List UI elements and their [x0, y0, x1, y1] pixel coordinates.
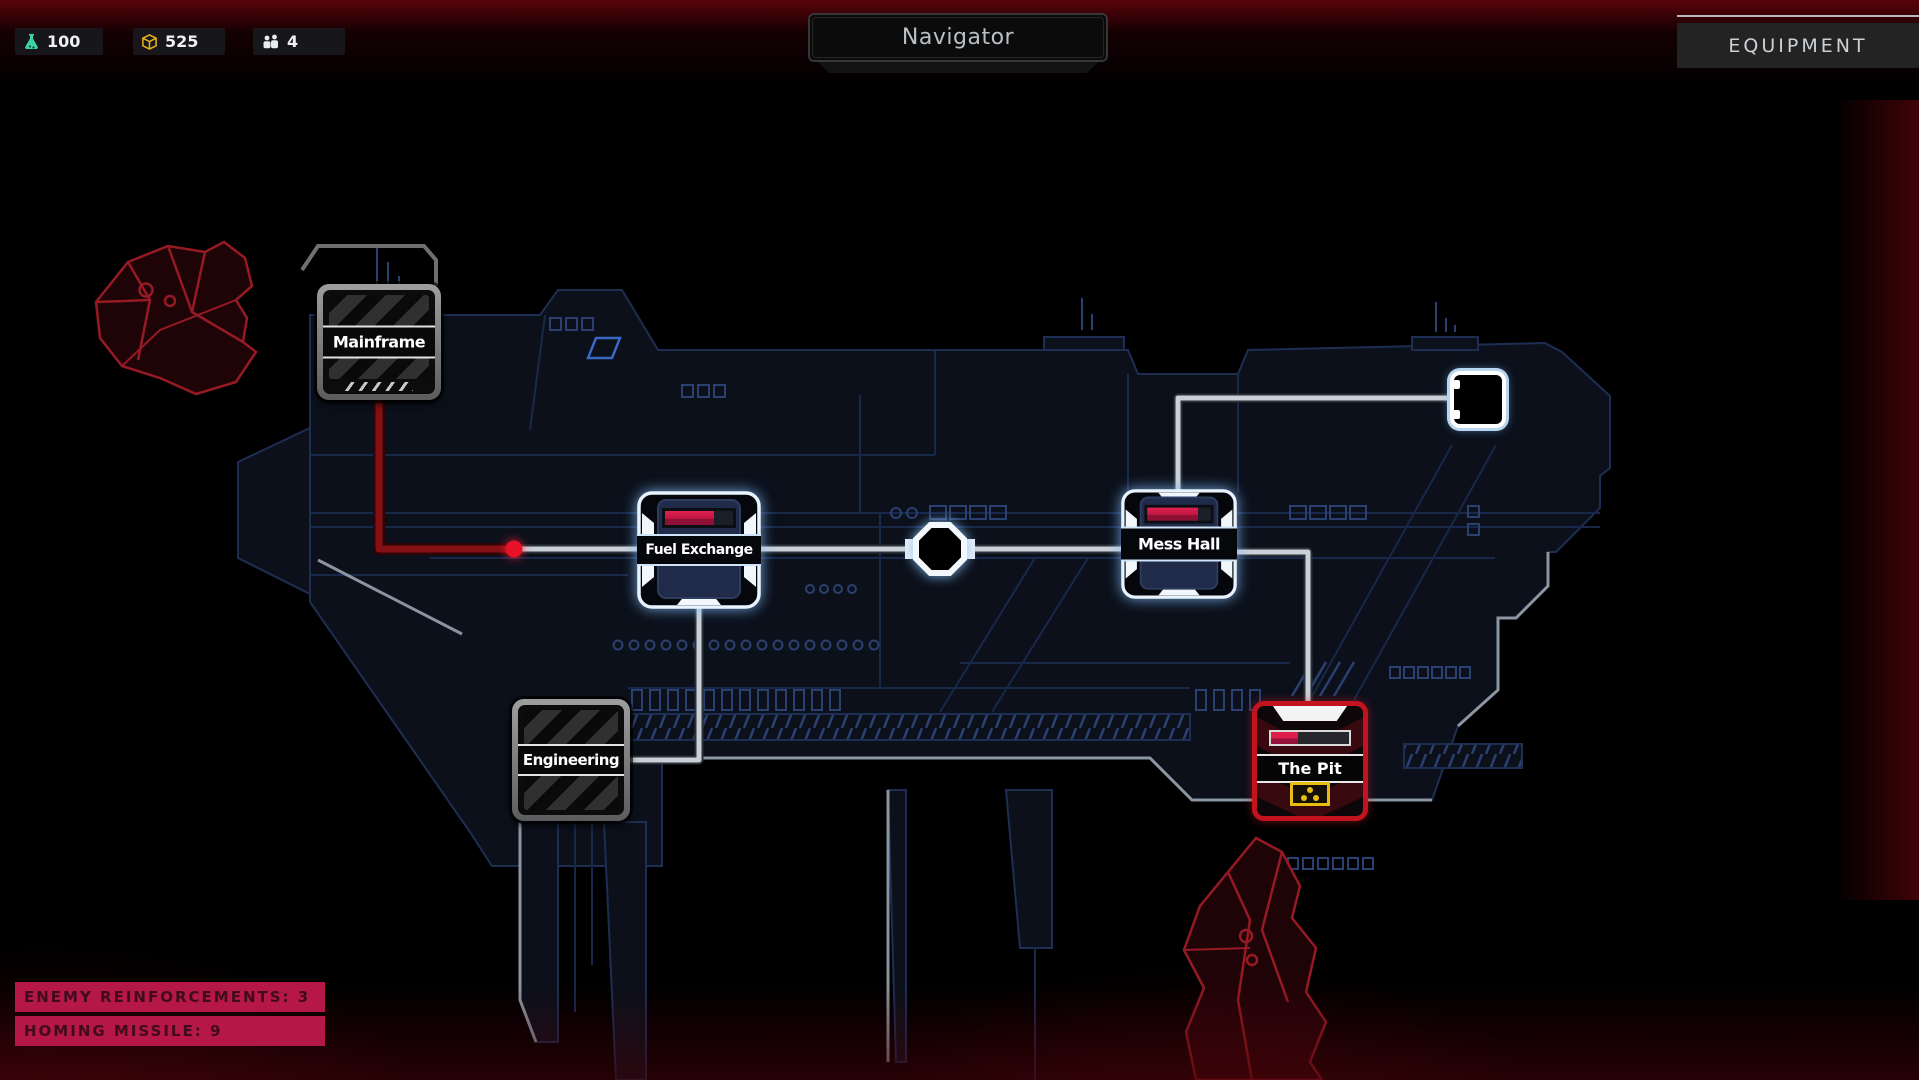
resource-science: 100 — [15, 28, 103, 55]
junction-tab — [905, 539, 914, 559]
crew-icon — [261, 33, 280, 51]
chevron-strip — [345, 382, 413, 391]
node-mess-hall[interactable]: Mess Hall — [1121, 489, 1237, 599]
resource-cargo: 525 — [133, 28, 225, 55]
node-mainframe[interactable]: Mainframe — [317, 284, 441, 400]
node-label: Fuel Exchange — [637, 534, 761, 566]
resource-value: 4 — [287, 32, 299, 51]
cube-icon — [141, 33, 158, 51]
notch — [1453, 380, 1460, 389]
hazard-stripes — [524, 774, 618, 810]
node-junction[interactable] — [913, 522, 967, 576]
hazard-stripes — [524, 710, 618, 746]
node-label: Engineering — [518, 744, 624, 776]
resource-crew: 4 — [253, 28, 345, 55]
route-endpoint-dot — [505, 540, 523, 558]
resource-value: 525 — [165, 32, 199, 51]
node-label: Mainframe — [323, 325, 435, 359]
node-tab — [1272, 706, 1348, 721]
node-fuel-exchange[interactable]: Fuel Exchange — [637, 491, 761, 609]
alert-homing-missile: HOMING MISSILE: 9 — [15, 1016, 325, 1046]
health-bar — [1269, 730, 1351, 746]
node-label: Mess Hall — [1121, 526, 1237, 562]
junction-tab — [966, 539, 975, 559]
node-label: The Pit — [1257, 754, 1363, 783]
radiation-icon — [1290, 782, 1330, 806]
alert-enemy-reinforcements: ENEMY REINFORCEMENTS: 3 — [15, 982, 325, 1012]
node-the-pit[interactable]: The Pit — [1252, 701, 1368, 821]
equipment-button[interactable]: EQUIPMENT — [1677, 23, 1919, 68]
resource-value: 100 — [47, 32, 81, 51]
node-engineering[interactable]: Engineering — [512, 699, 630, 821]
destroyed-enemy-ship-left — [94, 240, 258, 396]
screen-title-label: Navigator — [812, 17, 1104, 58]
hazard-stripes — [329, 295, 429, 329]
notch — [1453, 410, 1460, 419]
screen-title-bevel — [818, 62, 1098, 73]
screen-title: Navigator — [808, 13, 1108, 62]
equipment-divider — [1677, 15, 1919, 17]
flask-icon — [23, 33, 40, 51]
node-airlock[interactable] — [1450, 371, 1506, 428]
